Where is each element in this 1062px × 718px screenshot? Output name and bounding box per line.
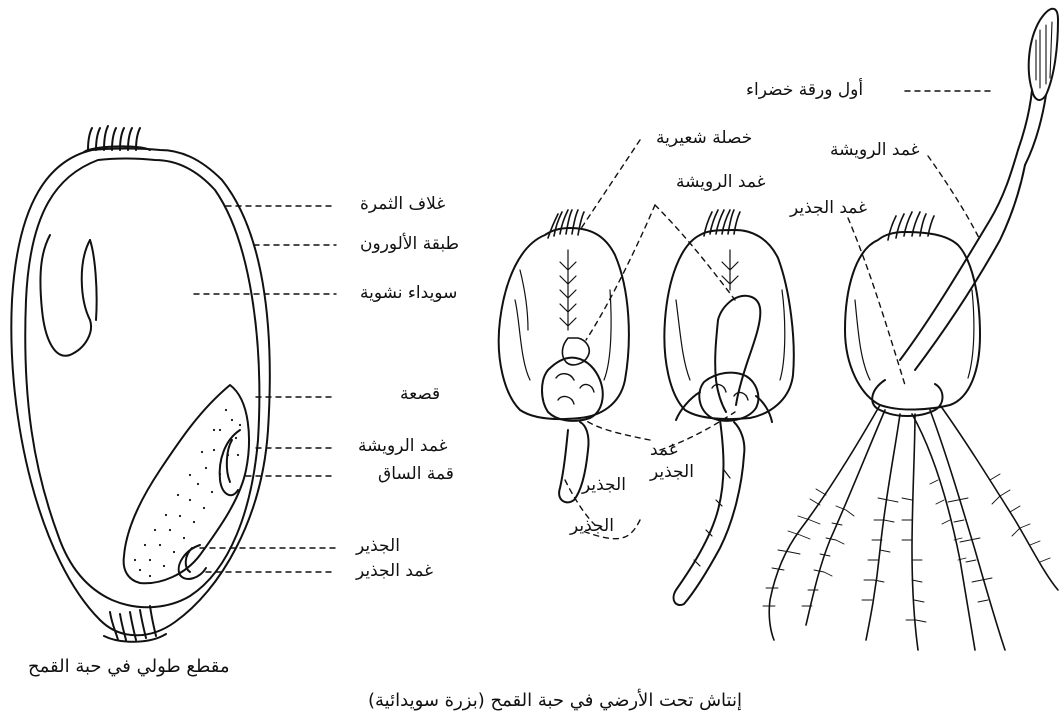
label-coleorhiza-right: غمد الجذير bbox=[790, 198, 867, 218]
first-leaf bbox=[1029, 9, 1058, 100]
label-coleorhiza-mid-1: غمد bbox=[650, 440, 678, 460]
radicle-outline bbox=[179, 545, 206, 579]
label-pericarp: غلاف الثمرة bbox=[360, 194, 445, 214]
label-radicle: الجذير bbox=[356, 536, 400, 556]
label-hair-tuft: خصلة شعيرية bbox=[656, 128, 752, 148]
label-coleorhiza: غمد الجذير bbox=[356, 561, 433, 581]
germination-grain-2 bbox=[664, 210, 793, 605]
germination-grain-3 bbox=[763, 9, 1058, 650]
caption-longitudinal-section: مقطع طولي في حبة القمح bbox=[28, 656, 230, 677]
label-endosperm: سويداء نشوية bbox=[360, 283, 457, 303]
coleoptile-outline bbox=[220, 430, 240, 495]
label-radicle-lower: الجذير bbox=[582, 475, 626, 495]
grain-inner-outline bbox=[25, 159, 259, 608]
label-first-leaf: أول ورقة خضراء bbox=[746, 80, 863, 100]
label-shoot-apex: قمة الساق bbox=[378, 464, 454, 484]
caption-germination: إنتاش تحت الأرضي في حبة القمح (بزرة سويد… bbox=[368, 690, 742, 711]
label-coleoptile: غمد الرويشة bbox=[358, 436, 448, 456]
grain-3-coleoptile bbox=[900, 150, 1025, 370]
label-coleoptile-right: غمد الرويشة bbox=[830, 140, 920, 160]
label-radicle-bottom: الجذير bbox=[570, 516, 614, 536]
longitudinal-section-drawing bbox=[11, 126, 336, 642]
label-coleoptile-top: غمد الرويشة bbox=[676, 172, 766, 192]
label-scutellum: قصعة bbox=[400, 384, 440, 404]
grain-2-coleoptile bbox=[715, 296, 760, 412]
grain-2-radicle bbox=[674, 420, 745, 605]
germination-grain-1 bbox=[499, 210, 629, 502]
grain-crease bbox=[40, 235, 91, 356]
label-aleurone: طبقة الألورون bbox=[360, 234, 459, 254]
label-coleorhiza-mid-2: الجذير bbox=[650, 462, 694, 482]
